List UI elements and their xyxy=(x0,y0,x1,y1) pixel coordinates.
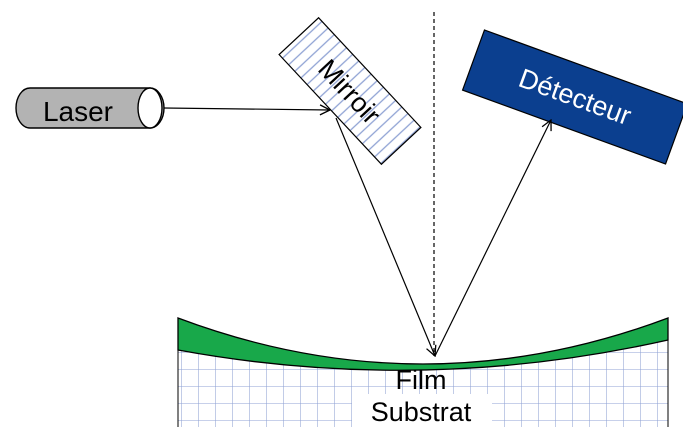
incident-beam xyxy=(163,108,330,110)
substrate-label: Substrat xyxy=(371,397,472,427)
film-label: Film xyxy=(396,365,447,395)
reflected-beam-to-detector xyxy=(434,120,551,357)
detector: Détecteur xyxy=(461,29,683,165)
reflected-beam-to-sample xyxy=(335,117,435,356)
laser-cylinder-icon xyxy=(15,87,165,129)
mirror: Mirroir xyxy=(278,16,422,166)
laser-label: Laser xyxy=(43,96,113,127)
film-layer xyxy=(177,317,669,371)
